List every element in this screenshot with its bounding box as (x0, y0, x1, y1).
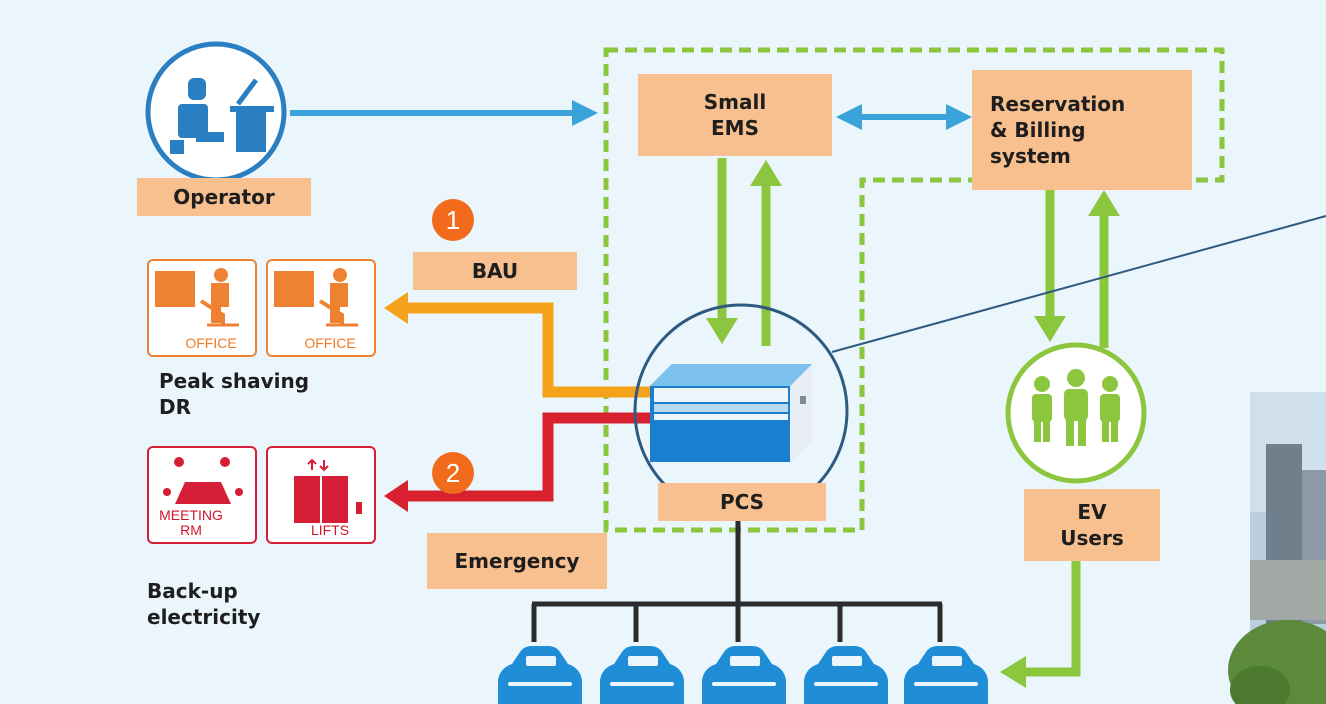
emergency-label: Emergency (427, 533, 607, 589)
small-ems-text: Small EMS (703, 90, 767, 140)
pcs-to-ems-head (750, 160, 782, 186)
peak-shaving-caption: Peak shaving DR (159, 369, 310, 419)
bau-power-flow (402, 302, 650, 398)
bau-badge: 1 (432, 199, 474, 241)
users-to-res-head (1088, 190, 1120, 216)
reservation-billing-label: Reservation & Billing system (972, 70, 1192, 190)
emergency-power-flow (402, 412, 650, 502)
operator-icon (145, 41, 287, 183)
operator-arrow-head (572, 100, 598, 126)
meeting-table-icon (163, 457, 243, 504)
reservation-billing-text: Reservation & Billing system (990, 92, 1126, 168)
meeting-room: MEETING RM (147, 446, 257, 544)
ev-users-label: EV Users (1024, 489, 1160, 561)
building-photo (1228, 392, 1326, 704)
car-icon (498, 646, 988, 704)
link-head-right (946, 104, 972, 130)
small-ems-label: Small EMS (638, 74, 832, 156)
dashed-system-boundary (603, 47, 1225, 533)
users-to-cars-head (1000, 656, 1026, 688)
backup-caption: Back-up electricity (147, 579, 261, 629)
lifts-room: LIFTS (266, 446, 376, 544)
emergency-badge: 2 (432, 452, 474, 494)
operator-label: Operator (137, 178, 311, 216)
office-room-2: OFFICE (266, 259, 376, 357)
lifts-tag: LIFTS (290, 523, 370, 538)
users-to-cars-arrow (1022, 560, 1081, 677)
bau-label: BAU (413, 252, 577, 290)
pcs-callout-line (831, 215, 1326, 353)
ev-users-text: EV Users (1060, 500, 1124, 550)
ems-to-pcs-head (706, 318, 738, 344)
lift-icon (294, 458, 362, 526)
pcs-unit-icon (650, 364, 812, 462)
bau-arrow-head (384, 292, 408, 324)
office-desk-icon (274, 268, 358, 327)
meeting-rm-tag: MEETING RM (157, 508, 225, 538)
pcs-label: PCS (658, 483, 826, 521)
office-2-tag: OFFICE (290, 336, 370, 351)
charging-bus (531, 520, 943, 642)
emergency-arrow-head (384, 480, 408, 512)
office-desk-icon (155, 268, 239, 327)
res-to-users-head (1034, 316, 1066, 342)
ev-users-icon (1005, 342, 1147, 484)
office-1-tag: OFFICE (171, 336, 251, 351)
link-head-left (836, 104, 862, 130)
office-room-1: OFFICE (147, 259, 257, 357)
